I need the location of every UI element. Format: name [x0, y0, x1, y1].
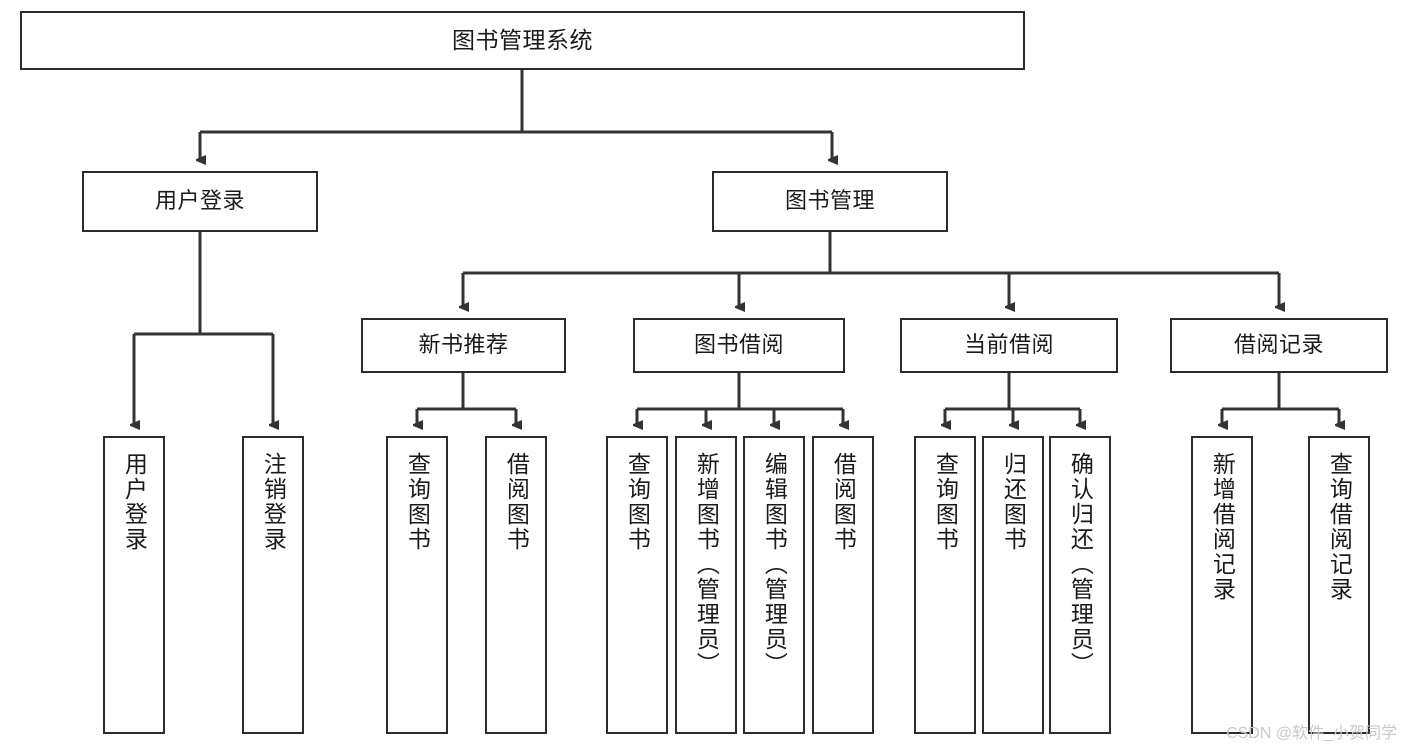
leaf-query-book-borrow[interactable]: 查询图书 — [606, 436, 668, 734]
node-label: 用户登录 — [154, 188, 245, 214]
leaf-return-book[interactable]: 归还图书 — [982, 436, 1044, 734]
leaf-label: 新增图书（管理员） — [693, 452, 720, 677]
leaf-label: 查询图书 — [404, 452, 431, 552]
leaf-add-book-admin[interactable]: 新增图书（管理员） — [675, 436, 737, 734]
node-label: 新书推荐 — [418, 332, 509, 358]
leaf-add-borrow-record[interactable]: 新增借阅记录 — [1191, 436, 1253, 734]
leaf-user-logout[interactable]: 注销登录 — [242, 436, 304, 734]
leaf-label: 注销登录 — [260, 452, 287, 552]
node-label: 图书管理 — [784, 188, 875, 214]
leaf-query-book-current[interactable]: 查询图书 — [914, 436, 976, 734]
leaf-label: 借阅图书 — [503, 452, 530, 552]
leaf-label: 查询图书 — [932, 452, 959, 552]
leaf-query-book-recommend[interactable]: 查询图书 — [386, 436, 448, 734]
node-book-borrow[interactable]: 图书借阅 — [633, 318, 845, 373]
leaf-edit-book-admin[interactable]: 编辑图书（管理员） — [743, 436, 805, 734]
node-book-management[interactable]: 图书管理 — [712, 171, 948, 232]
leaf-label: 用户登录 — [121, 452, 148, 552]
node-label: 当前借阅 — [963, 332, 1054, 358]
leaf-label: 查询借阅记录 — [1326, 452, 1353, 602]
node-user-login[interactable]: 用户登录 — [82, 171, 318, 232]
leaf-query-borrow-record[interactable]: 查询借阅记录 — [1308, 436, 1370, 734]
node-borrow-record[interactable]: 借阅记录 — [1170, 318, 1388, 373]
node-label: 图书借阅 — [693, 332, 784, 358]
leaf-borrow-book-recommend[interactable]: 借阅图书 — [485, 436, 547, 734]
leaf-user-login[interactable]: 用户登录 — [103, 436, 165, 734]
node-current-borrow[interactable]: 当前借阅 — [900, 318, 1118, 373]
leaf-label: 编辑图书（管理员） — [761, 452, 788, 677]
node-label: 图书管理系统 — [452, 26, 593, 53]
leaf-label: 查询图书 — [624, 452, 651, 552]
leaf-label: 借阅图书 — [830, 452, 857, 552]
leaf-label: 归还图书 — [1000, 452, 1027, 552]
leaf-borrow-book[interactable]: 借阅图书 — [812, 436, 874, 734]
leaf-label: 确认归还（管理员） — [1067, 452, 1094, 677]
node-label: 借阅记录 — [1233, 332, 1324, 358]
leaf-confirm-return-admin[interactable]: 确认归还（管理员） — [1049, 436, 1111, 734]
node-new-book-recommend[interactable]: 新书推荐 — [361, 318, 566, 373]
leaf-label: 新增借阅记录 — [1209, 452, 1236, 602]
node-root-book-management-system[interactable]: 图书管理系统 — [20, 11, 1025, 70]
csdn-watermark: CSDN @软件_小贺同学 — [1226, 725, 1397, 742]
